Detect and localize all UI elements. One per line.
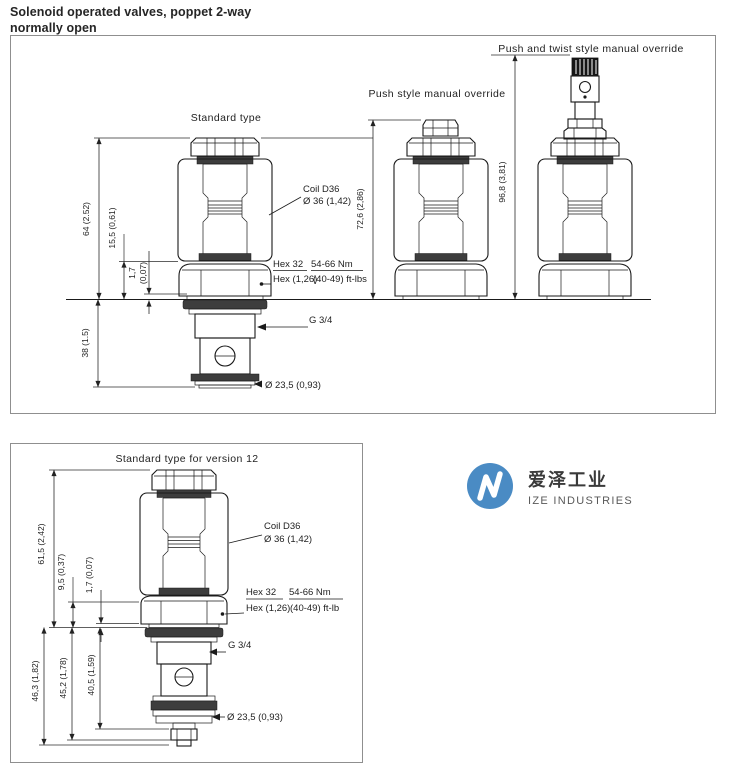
version12-valve-drawing bbox=[139, 469, 229, 747]
dim-v12-d95: 9,5 (0,37) bbox=[56, 554, 66, 591]
coil-label-line1: Coil D36 bbox=[264, 521, 300, 532]
dim-standard-gap-mm: 1,7 bbox=[127, 267, 137, 279]
torque-inch-label: (40-49) ft-lb bbox=[290, 603, 339, 614]
push-style-valve-drawing bbox=[393, 119, 489, 300]
dim-v12-gap: 1,7 (0,07) bbox=[84, 557, 94, 594]
company-logo: 爱泽工业 IZE INDUSTRIES bbox=[466, 462, 633, 510]
standard-type-label: Standard type bbox=[191, 112, 262, 124]
bottom-panel-drawing: Standard type for version 12 bbox=[30, 453, 343, 747]
push-twist-valve-drawing bbox=[537, 57, 633, 300]
dim-standard-cartridge-length: 38 (1.5) bbox=[80, 328, 90, 357]
dim-standard-coil-offset: 15,5 (0,61) bbox=[107, 207, 117, 248]
bottom-drawing-panel: Standard type for version 12 bbox=[10, 443, 363, 763]
torque-inch-label: (40-49) ft-lbs bbox=[313, 274, 367, 285]
page-title-line2: normally open bbox=[10, 21, 97, 35]
diameter-label: Ø 23,5 (0,93) bbox=[265, 380, 321, 391]
standard-valve-drawing bbox=[177, 137, 273, 389]
page-title-line1: Solenoid operated valves, poppet 2-way bbox=[10, 5, 252, 19]
diameter-label: Ø 23,5 (0,93) bbox=[227, 712, 283, 723]
thread-label: G 3/4 bbox=[228, 640, 251, 651]
dim-v12-d463: 46,3 (1,82) bbox=[30, 660, 40, 701]
dim-v12-d405: 40,5 (1,59) bbox=[86, 654, 96, 695]
dim-push-total-height: 72,6 (2,86) bbox=[355, 188, 365, 229]
hex-size-label: Hex 32 bbox=[246, 587, 276, 598]
hex-size-inch-label: Hex (1,26) bbox=[273, 274, 317, 285]
dim-standard-total-height: 64 (2.52) bbox=[81, 202, 91, 236]
hex-size-label: Hex 32 bbox=[273, 259, 303, 270]
torque-label: 54-66 Nm bbox=[289, 587, 331, 598]
dim-v12-d452: 45,2 (1,78) bbox=[58, 657, 68, 698]
logo-n-glyph bbox=[477, 471, 503, 501]
logo-en-name: IZE INDUSTRIES bbox=[528, 495, 633, 507]
dim-v12-total-height: 61,5 (2,42) bbox=[36, 523, 46, 564]
push-twist-style-label: Push and twist style manual override bbox=[498, 43, 683, 55]
hex-size-inch-label: Hex (1,26) bbox=[246, 603, 290, 614]
coil-label-line2: Ø 36 (1,42) bbox=[303, 196, 351, 207]
torque-label: 54-66 Nm bbox=[311, 259, 353, 270]
top-panel-drawing: Standard type Push style manual override… bbox=[66, 43, 683, 391]
dim-standard-gap-inch: (0,07) bbox=[138, 262, 148, 284]
version12-label: Standard type for version 12 bbox=[115, 453, 258, 465]
logo-cn-name: 爱泽工业 bbox=[528, 470, 608, 490]
push-style-label: Push style manual override bbox=[368, 88, 505, 100]
dim-push-twist-total-height: 96,8 (3,81) bbox=[497, 161, 507, 202]
top-drawing-panel: Standard type Push style manual override… bbox=[10, 35, 716, 414]
thread-label: G 3/4 bbox=[309, 315, 332, 326]
page-title: Solenoid operated valves, poppet 2-way n… bbox=[10, 4, 251, 36]
coil-label-line1: Coil D36 bbox=[303, 184, 339, 195]
coil-label-line2: Ø 36 (1,42) bbox=[264, 534, 312, 545]
logo-mark-icon bbox=[467, 463, 513, 509]
